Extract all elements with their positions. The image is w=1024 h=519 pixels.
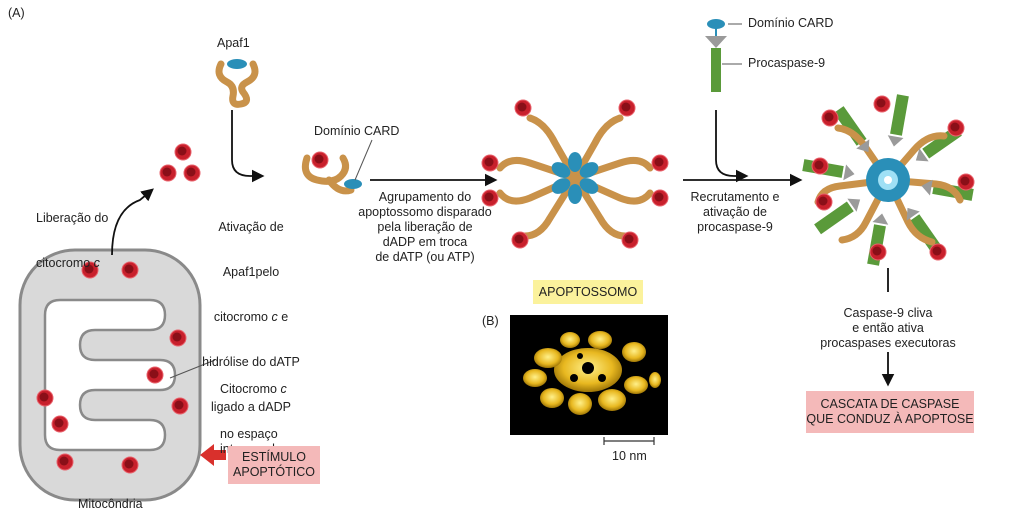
apoptosome-with-caspase9	[802, 94, 975, 266]
card-domain-label-2: Domínio CARD	[748, 16, 834, 30]
stimulus-arrow-icon	[200, 444, 226, 466]
panel-b-label: (B)	[482, 314, 499, 328]
cyto-release-word: citocromo	[36, 256, 94, 270]
recruitment-label: Recrutamento e ativação de procaspase-9	[690, 190, 780, 234]
cyto-space-word: Citocromo	[220, 382, 281, 396]
card-domain-label: Domínio CARD	[314, 124, 400, 138]
activation-line-1: Ativação de	[218, 220, 284, 234]
scale-bar	[603, 437, 655, 445]
activation-c: c	[271, 310, 278, 324]
mitochondria-label: Mitocôndria	[78, 497, 143, 511]
apoptosome	[481, 99, 669, 249]
apoptosome-badge: APOPTOSSOMO	[533, 280, 643, 304]
caspase9-label: Caspase-9 cliva e então ativa procaspase…	[820, 306, 956, 350]
cyto-space-c: c	[280, 382, 287, 396]
activation-e: e	[277, 310, 289, 324]
procaspase9-label: Procaspase-9	[748, 56, 826, 70]
apaf1-activated	[301, 154, 362, 195]
apaf1-monomer	[215, 59, 259, 108]
panel-a-label: (A)	[8, 6, 25, 20]
scale-label: 10 nm	[612, 449, 647, 463]
released-cytochromes	[159, 143, 201, 182]
apaf1-label: Apaf1	[217, 36, 250, 50]
activation-line-4: hidrólise do dATP	[202, 355, 300, 369]
micrograph	[510, 315, 668, 435]
cyto-space-line-1: Citocromo c	[220, 382, 310, 397]
grouping-label: Agrupamento do apoptossomo disparado pel…	[358, 190, 492, 264]
cyto-release-line-2: citocromo c	[36, 256, 108, 271]
cyto-release-label: Liberação do citocromo c	[36, 181, 108, 286]
activation-label: Ativação de Apaf1pelo citocromo c e hidr…	[196, 190, 306, 430]
stimulus-box: ESTÍMULO APOPTÓTICO	[228, 446, 320, 484]
activation-line-2: Apaf1pelo	[222, 265, 280, 279]
activation-line-5: ligado a dADP	[211, 400, 291, 414]
activation-cyto: citocromo	[213, 310, 272, 324]
cyto-release-c: c	[93, 256, 100, 270]
cascade-box: CASCATA DE CASPASE QUE CONDUZ À APOPTOSE	[806, 391, 974, 433]
cyto-release-line-1: Liberação do	[36, 211, 109, 225]
procaspase-9	[705, 19, 727, 92]
activation-line-3: citocromo c e	[196, 310, 306, 325]
mitochondrion	[18, 248, 202, 502]
